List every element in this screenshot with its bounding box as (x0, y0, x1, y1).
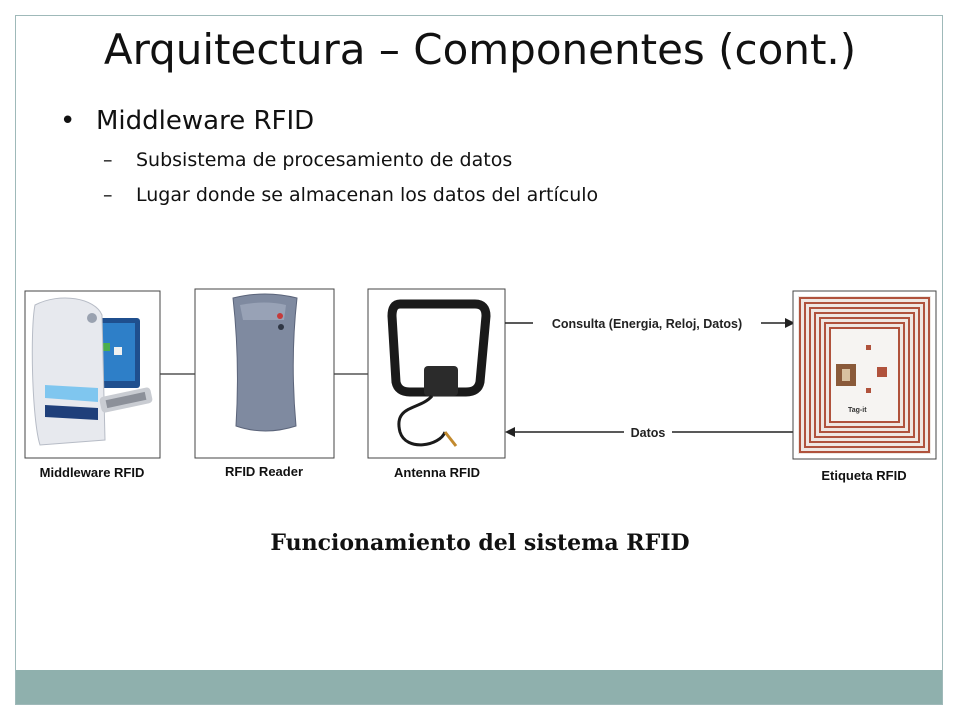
rfid-tag-icon: Tag-it (792, 290, 937, 460)
sub-bullet-storage: – Lugar donde se almacenan los datos del … (103, 182, 598, 208)
component-label-middleware: Middleware RFID (40, 465, 145, 480)
sub-bullet-text: Subsistema de procesamiento de datos (136, 149, 513, 171)
footer-band (16, 670, 942, 704)
antenna-icon (367, 288, 506, 459)
diagram-caption: Funcionamiento del sistema RFID (270, 530, 690, 556)
data-arrow-label: Datos (631, 426, 666, 440)
tag-brand: Tag-it (848, 407, 867, 414)
component-label-tag: Etiqueta RFID (821, 468, 906, 483)
bullet-middleware-rfid: • Middleware RFID (60, 104, 314, 138)
sub-bullet-processing: – Subsistema de procesamiento de datos (103, 147, 512, 173)
sub-bullet-text: Lugar donde se almacenan los datos del a… (136, 184, 599, 206)
data-label-bg (624, 423, 672, 441)
component-label-reader: RFID Reader (225, 464, 303, 479)
bullet-marker: • (60, 106, 76, 136)
computer-icon (24, 290, 161, 459)
bullet-text: Middleware RFID (96, 106, 315, 136)
sub-bullet-marker: – (103, 184, 113, 206)
slide-title: Arquitectura – Componentes (cont.) (103, 25, 857, 74)
component-label-antenna: Antenna RFID (394, 465, 480, 480)
rfid-reader-icon (194, 288, 335, 459)
sub-bullet-marker: – (103, 149, 113, 171)
query-label-bg (533, 314, 761, 332)
query-arrow-label: Consulta (Energia, Reloj, Datos) (552, 317, 742, 331)
